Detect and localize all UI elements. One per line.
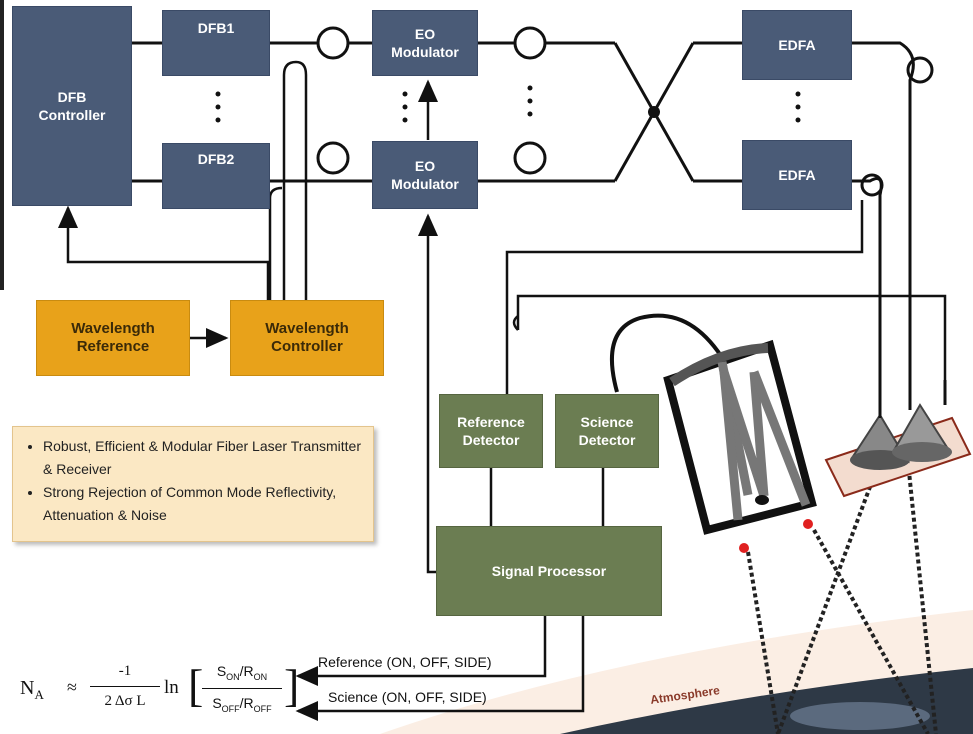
r-off: /R bbox=[239, 694, 254, 711]
eo-modulator-2-block: EO Modulator bbox=[372, 141, 478, 209]
telescope bbox=[663, 339, 817, 535]
edfa-2-label: EDFA bbox=[778, 167, 816, 183]
signal-processor-label: Signal Processor bbox=[491, 563, 607, 579]
eo-modulator-2-label: EO Modulator bbox=[391, 158, 459, 192]
edfa-1-label: EDFA bbox=[778, 37, 816, 53]
formula-approx: ≈ bbox=[67, 677, 77, 697]
note-item: Robust, Efficient & Modular Fiber Laser … bbox=[43, 435, 363, 481]
wavelength-reference-block: Wavelength Reference bbox=[36, 300, 190, 376]
formula-ratio: SON/RON SOFF/ROFF bbox=[202, 663, 282, 714]
edfa-1-block: EDFA bbox=[742, 10, 852, 80]
feature-notes: Robust, Efficient & Modular Fiber Laser … bbox=[12, 426, 374, 542]
reference-output-label: Reference (ON, OFF, SIDE) bbox=[318, 654, 492, 670]
s-off: S bbox=[212, 694, 222, 711]
laser-beams bbox=[746, 459, 938, 734]
note-item: Strong Rejection of Common Mode Reflecti… bbox=[43, 481, 363, 527]
dfb2-label: DFB2 bbox=[197, 151, 235, 167]
number-density-formula: NA ≈ -1 2 Δσ L ln [ SON/RON SOFF/ROFF ] bbox=[12, 655, 312, 725]
formula-ratio-bottom: SOFF/ROFF bbox=[202, 689, 282, 714]
dfb-controller-label: DFB Controller bbox=[38, 89, 106, 123]
control-lines bbox=[58, 60, 947, 721]
dfb2-block: DFB2 bbox=[162, 143, 270, 209]
laser-dots bbox=[739, 519, 813, 553]
wavelength-controller-block: Wavelength Controller bbox=[230, 300, 384, 376]
dfb-controller-block: DFB Controller bbox=[12, 6, 132, 206]
reference-detector-block: Reference Detector bbox=[439, 394, 543, 468]
s-on: S bbox=[216, 663, 227, 679]
science-output-label: Science (ON, OFF, SIDE) bbox=[328, 689, 487, 705]
transmitter-platform bbox=[824, 380, 972, 498]
science-detector-block: Science Detector bbox=[555, 394, 659, 468]
formula-right-bracket: ] bbox=[284, 660, 300, 711]
formula-numerator: -1 bbox=[118, 663, 132, 679]
formula-ratio-top: SON/RON bbox=[202, 663, 282, 688]
r-off-sub: OFF bbox=[253, 703, 272, 714]
r-on: /R bbox=[239, 663, 254, 679]
left-edge-strip bbox=[0, 0, 4, 290]
edfa-2-block: EDFA bbox=[742, 140, 852, 210]
wavelength-reference-label: Wavelength Reference bbox=[71, 320, 155, 355]
s-on-sub: ON bbox=[226, 671, 240, 682]
ellipsis-dots bbox=[215, 85, 801, 123]
eo-modulator-1-block: EO Modulator bbox=[372, 10, 478, 76]
wavelength-controller-label: Wavelength Controller bbox=[265, 320, 349, 355]
formula-lhs: NA bbox=[20, 677, 44, 703]
formula-fraction: -1 2 Δσ L bbox=[90, 663, 160, 710]
formula-n: N bbox=[20, 677, 35, 699]
science-detector-label: Science Detector bbox=[578, 414, 636, 448]
formula-denominator: 2 Δσ L bbox=[104, 693, 146, 709]
reference-detector-label: Reference Detector bbox=[457, 414, 525, 448]
formula-n-sub: A bbox=[34, 687, 44, 702]
dfb1-block: DFB1 bbox=[162, 10, 270, 76]
eo-modulator-1-label: EO Modulator bbox=[391, 26, 459, 60]
s-off-sub: OFF bbox=[221, 703, 240, 714]
formula-left-bracket: [ bbox=[188, 660, 204, 711]
fiber-coils bbox=[316, 26, 934, 197]
dfb1-label: DFB1 bbox=[197, 20, 235, 36]
earth-highlight bbox=[790, 702, 930, 730]
formula-ln: ln bbox=[164, 677, 179, 698]
signal-processor-block: Signal Processor bbox=[436, 526, 662, 616]
receiver-fiber bbox=[609, 313, 727, 393]
combiner-node bbox=[648, 106, 660, 118]
formula-fraction-bar bbox=[90, 686, 160, 687]
r-on-sub: ON bbox=[253, 671, 268, 682]
formula-ratio-bar bbox=[202, 687, 282, 689]
